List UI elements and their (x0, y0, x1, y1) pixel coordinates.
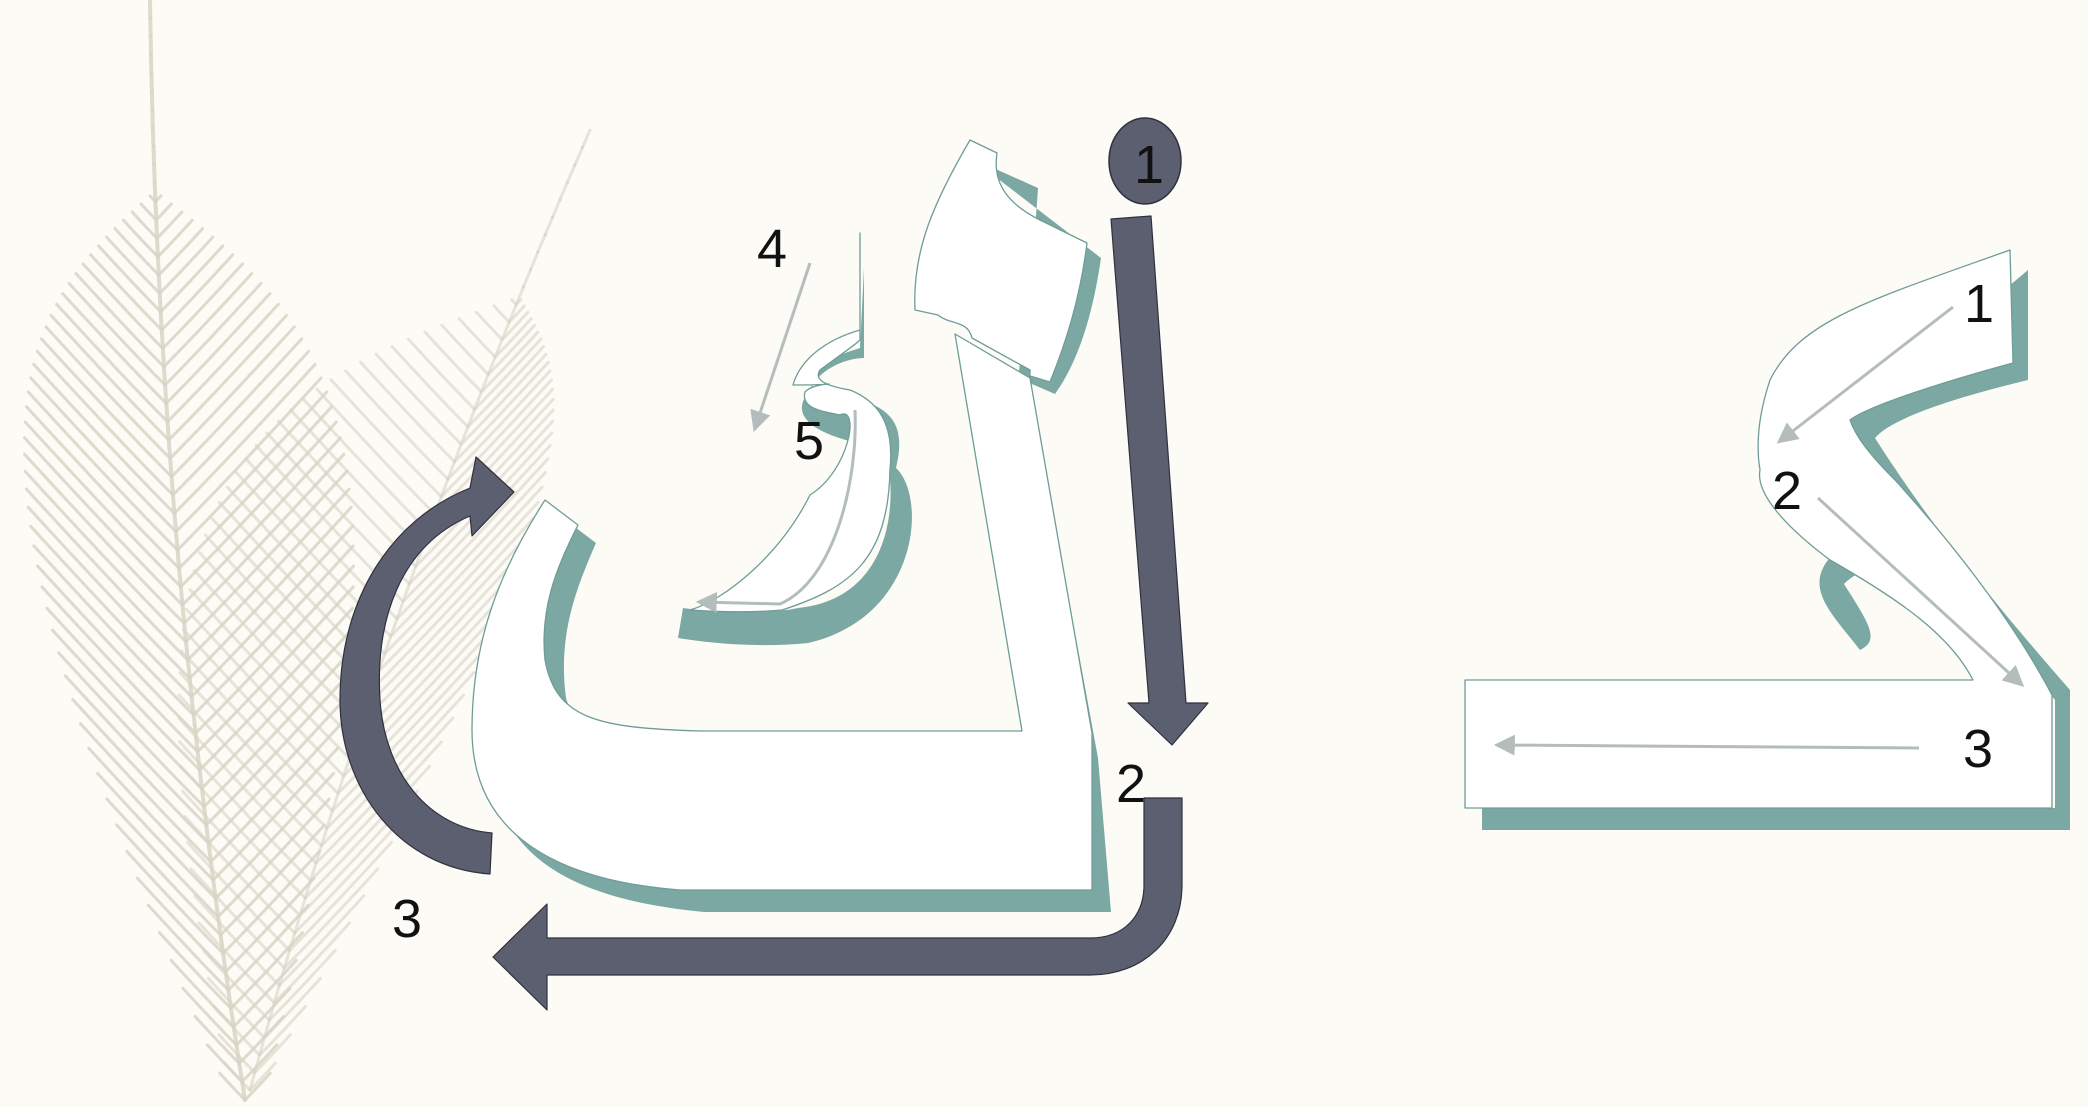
main-step-1: 1 (1134, 135, 1164, 195)
main-step-5: 5 (794, 411, 824, 471)
main-letter-shape (472, 140, 1111, 912)
main-step-2: 2 (1116, 754, 1146, 814)
medial-step-3: 3 (1963, 719, 1993, 779)
main-step-4: 4 (757, 219, 787, 279)
stroke-arrow-1 (1111, 216, 1208, 745)
medial-step-2: 2 (1772, 461, 1802, 521)
medial-step-1: 1 (1964, 274, 1994, 334)
feather-illustration (25, 0, 590, 1100)
main-step-3: 3 (392, 889, 422, 949)
